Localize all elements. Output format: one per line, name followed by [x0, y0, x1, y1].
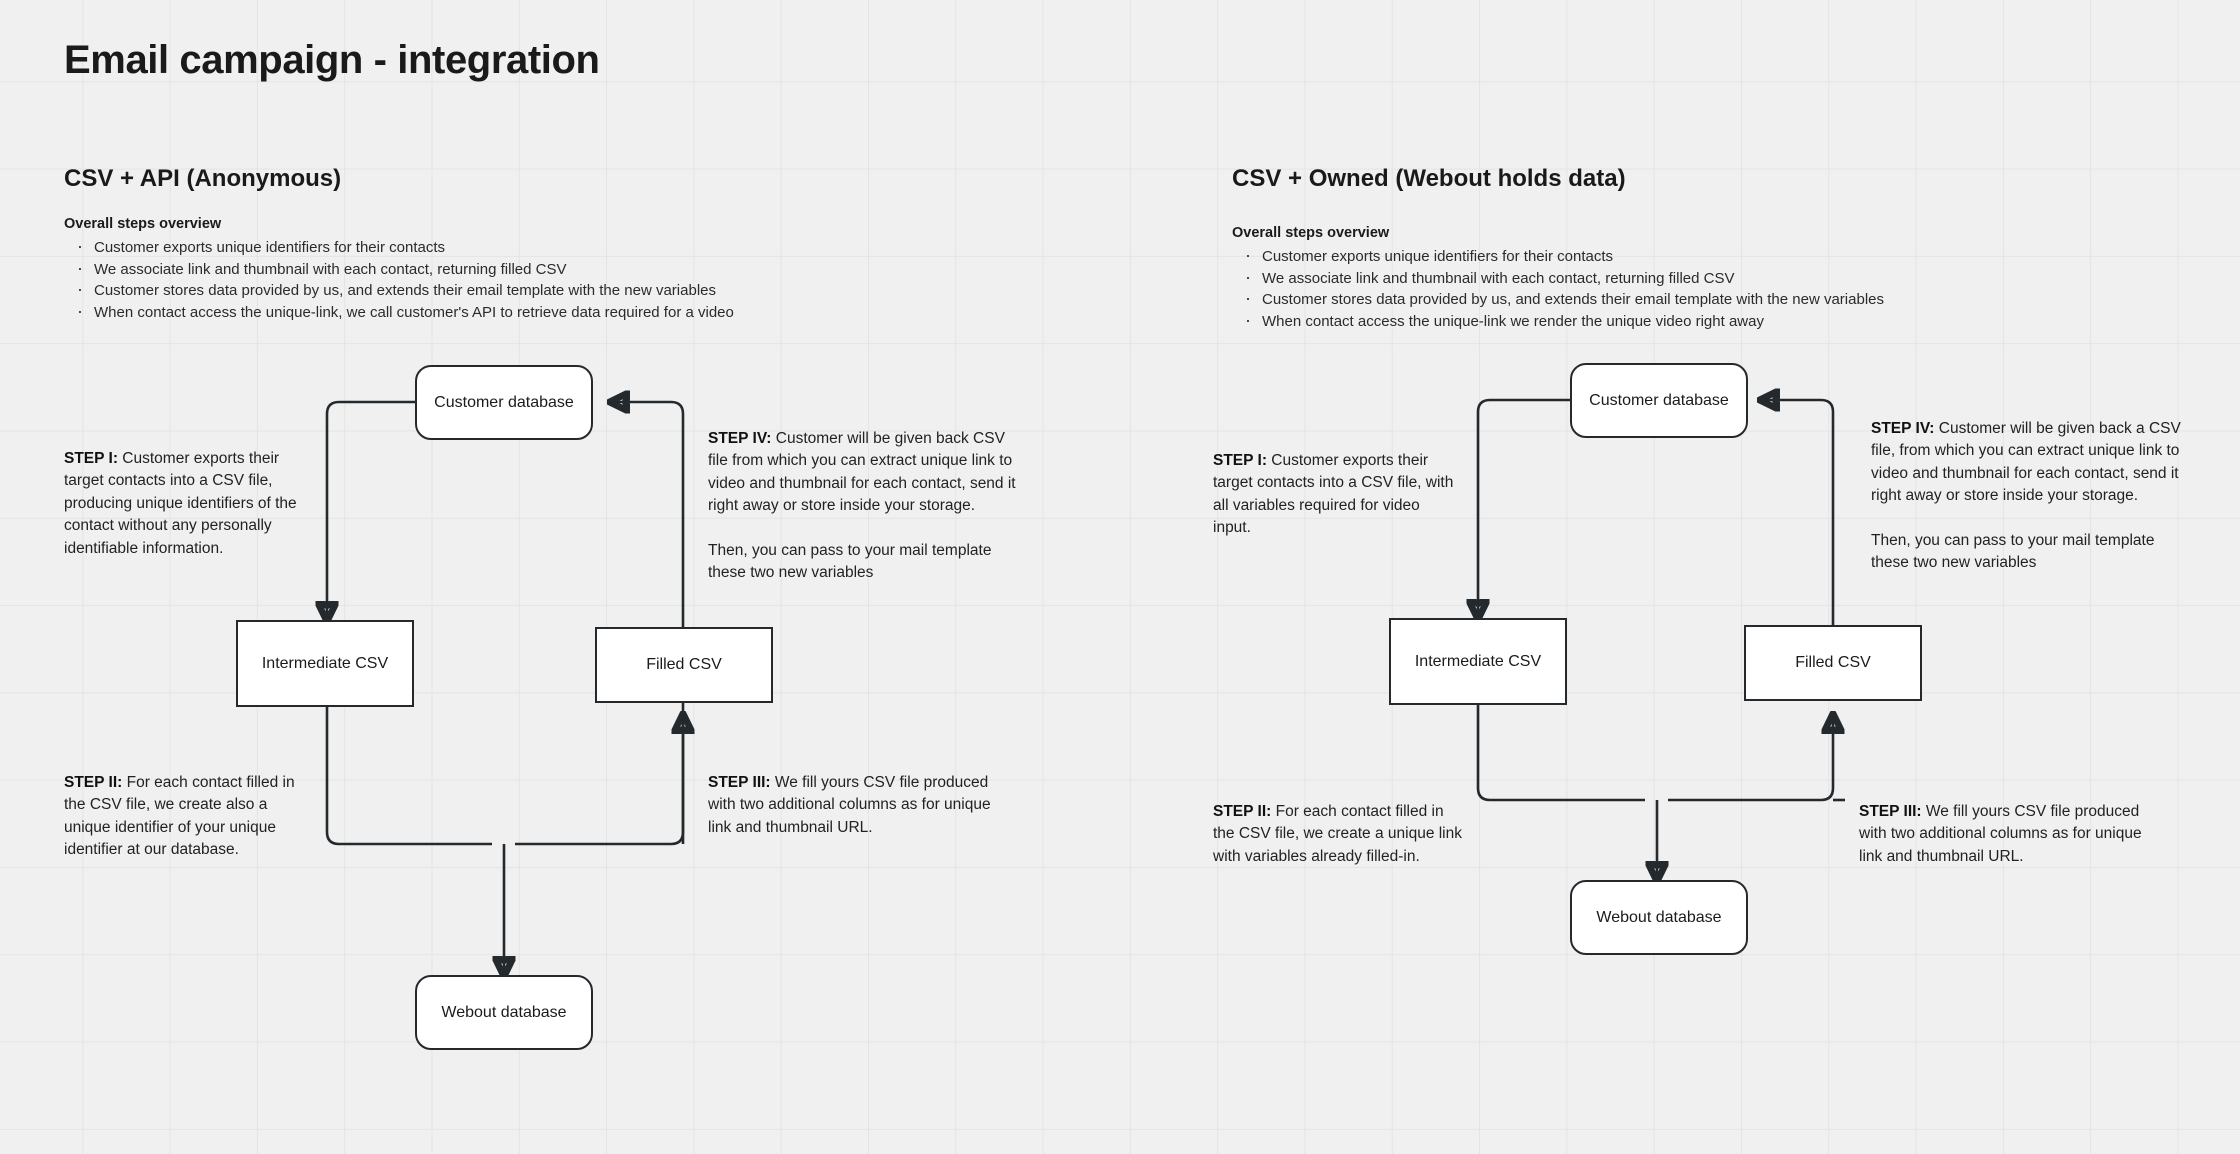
note-step-label: STEP I: [1213, 452, 1267, 469]
node-filled-csv-right[interactable]: Filled CSV [1744, 625, 1922, 701]
node-label: Intermediate CSV [261, 654, 389, 672]
node-label: Webout database [441, 1003, 567, 1021]
note-spacer [708, 518, 1016, 540]
note-step-4-right: STEP IV: Customer will be given back a C… [1871, 418, 2191, 574]
note-step-text: For each contact filled in the CSV file,… [1213, 803, 1462, 865]
column-title-left: CSV + API (Anonymous) [64, 165, 342, 192]
note-step-text: Customer exports their target contacts i… [1213, 452, 1454, 537]
node-label: Customer database [1589, 391, 1729, 409]
note-step-text: Customer will be given back a CSV file, … [1871, 420, 2181, 505]
edge-customer-to-intermediate-left [327, 400, 415, 620]
note-step-2-left: STEP II: For each contact filled in the … [64, 772, 312, 862]
note-step-1-right: STEP I: Customer exports their target co… [1213, 450, 1456, 540]
note-step-label: STEP I: [64, 450, 118, 467]
node-label: Customer database [434, 393, 574, 411]
note-step-label: STEP IV: [708, 430, 772, 447]
column-title-right: CSV + Owned (Webout holds data) [1232, 165, 1626, 192]
node-intermediate-csv-right[interactable]: Intermediate CSV [1389, 618, 1567, 705]
edge-filledcsv-to-customer-left [611, 402, 685, 627]
edge-filledcsv-down-to-junction-left [515, 703, 685, 846]
note-step-label: STEP II: [1213, 803, 1272, 820]
note-step-label: STEP IV: [1871, 420, 1935, 437]
note-step-label: STEP III: [708, 774, 771, 791]
note-step-text: Customer exports their target contacts i… [64, 450, 297, 557]
node-webout-database-right[interactable]: Webout database [1570, 880, 1748, 955]
node-label: Intermediate CSV [1414, 652, 1542, 670]
node-intermediate-csv-left[interactable]: Intermediate CSV [236, 620, 414, 707]
edge-junction-right-arm [1668, 715, 1833, 802]
node-customer-database-right[interactable]: Customer database [1570, 363, 1748, 438]
overview-item: We associate link and thumbnail with eac… [1232, 267, 1884, 290]
overview-list-right: Customer exports unique identifiers for … [1232, 245, 1884, 333]
overview-item: We associate link and thumbnail with eac… [64, 258, 734, 281]
overview-item: When contact access the unique-link, we … [64, 301, 734, 324]
overview-item: Customer stores data provided by us, and… [64, 279, 734, 302]
node-filled-csv-left[interactable]: Filled CSV [595, 627, 773, 703]
note-spacer [1871, 508, 2191, 530]
overview-item: Customer exports unique identifiers for … [64, 236, 734, 259]
note-step-3-left: STEP III: We fill yours CSV file produce… [708, 772, 998, 839]
node-label: Filled CSV [646, 656, 722, 673]
overview-item: Customer stores data provided by us, and… [1232, 288, 1884, 311]
node-webout-database-left[interactable]: Webout database [415, 975, 593, 1050]
overview-list-left: Customer exports unique identifiers for … [64, 236, 734, 324]
node-label: Filled CSV [1795, 654, 1871, 671]
overview-title-right: Overall steps overview [1232, 225, 1390, 241]
note-step-label: STEP III: [1859, 803, 1922, 820]
node-customer-database-left[interactable]: Customer database [415, 365, 593, 440]
overview-item: When contact access the unique-link we r… [1232, 310, 1884, 333]
note-step-text: For each contact filled in the CSV file,… [64, 774, 295, 859]
note-step-text: We fill yours CSV file produced with two… [708, 774, 991, 836]
note-step-extra: Then, you can pass to your mail template… [708, 541, 992, 582]
note-step-3-right: STEP III: We fill yours CSV file produce… [1859, 801, 2154, 868]
overview-title-left: Overall steps overview [64, 216, 222, 232]
note-step-extra: Then, you can pass to your mail template… [1871, 531, 2155, 572]
note-step-2-right: STEP II: For each contact filled in the … [1213, 801, 1463, 868]
note-step-1-left: STEP I: Customer exports their target co… [64, 448, 307, 560]
note-step-4-left: STEP IV: Customer will be given back CSV… [708, 428, 1016, 584]
edge-customer-to-intermediate-right [1478, 398, 1570, 618]
node-label: Webout database [1596, 908, 1722, 926]
note-step-label: STEP II: [64, 774, 123, 791]
note-step-text: We fill yours CSV file produced with two… [1859, 803, 2142, 865]
edge-intermediate-to-junction-right [1476, 705, 1645, 802]
note-step-text: Customer will be given back CSV file fro… [708, 430, 1016, 515]
edge-intermediate-to-junction-left [325, 707, 492, 846]
overview-item: Customer exports unique identifiers for … [1232, 245, 1884, 268]
page-title: Email campaign - integration [64, 38, 600, 82]
edge-filledcsv-to-customer-right [1761, 400, 1835, 625]
